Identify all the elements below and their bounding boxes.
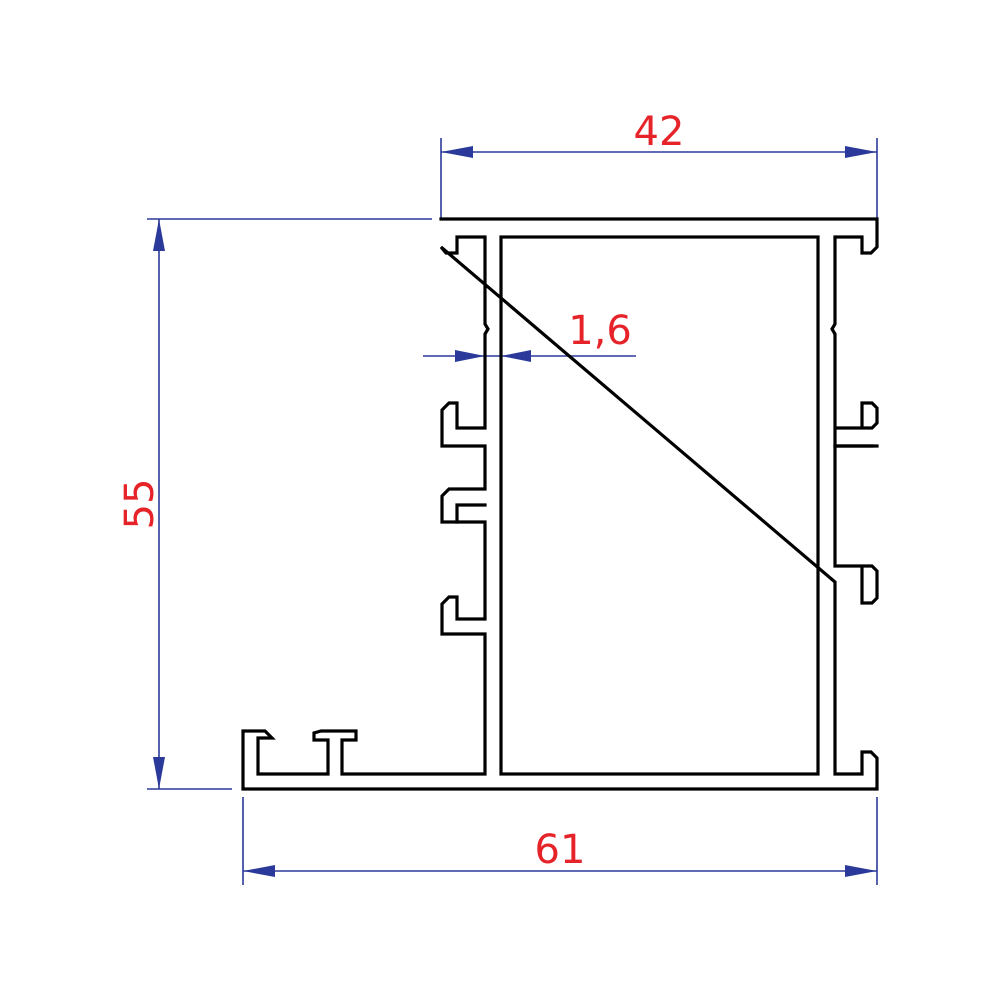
dimension-label-top-width: 42 [634,109,685,155]
profile-left-fin-middle [455,503,487,524]
arrowhead-right [845,865,877,877]
dimension-label-bottom-width: 61 [535,827,586,873]
arrowhead-right [845,146,877,158]
arrowhead-top [153,219,165,251]
dimension-top-width: 42 [440,109,878,218]
arrowhead-left [455,350,485,362]
aluminum-profile-section [241,217,879,791]
dimension-wall-thickness: 1,6 [423,308,636,370]
dimension-label-wall-thickness: 1,6 [568,308,632,354]
dimension-bottom-width: 61 [242,797,878,885]
profile-inner-chamber [499,235,820,776]
arrowhead-left [441,146,473,158]
dimension-total-height: 55 [117,218,432,790]
arrowhead-left [243,865,275,877]
arrowhead-right [501,350,531,362]
profile-outer-contour [241,217,879,791]
arrowhead-bottom [153,757,165,789]
dimension-label-total-height: 55 [117,479,163,530]
